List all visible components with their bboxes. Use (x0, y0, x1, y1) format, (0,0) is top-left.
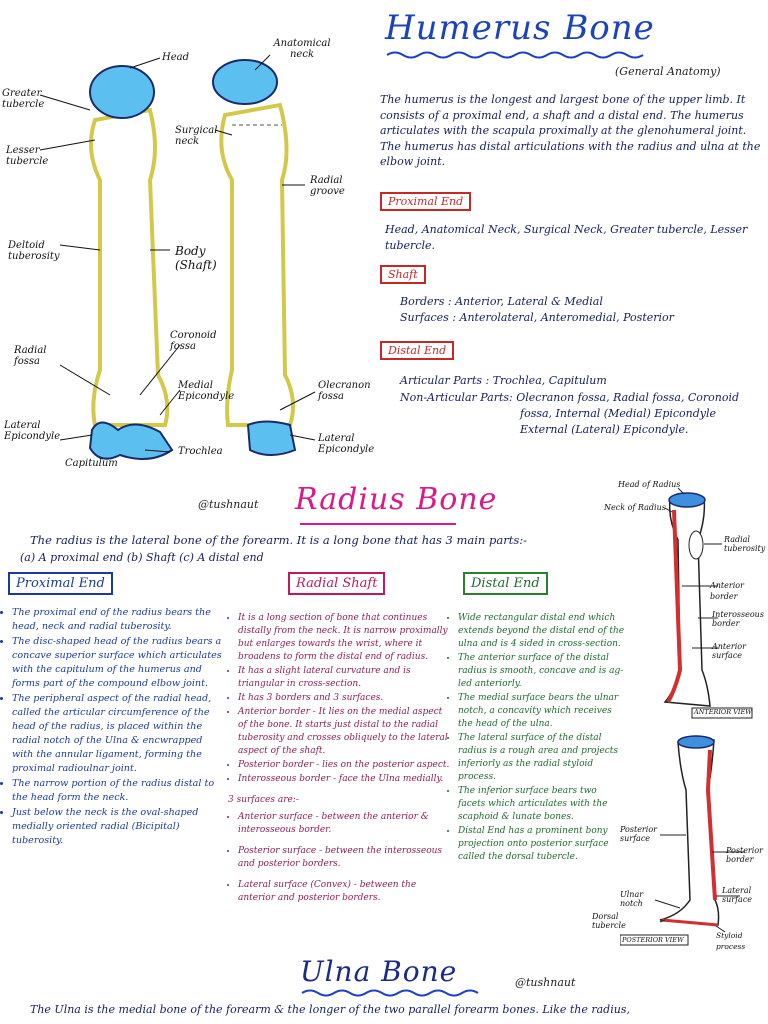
humerus-proximal-heading: Proximal End (380, 192, 472, 211)
list-item: Interosseous border - face the Ulna medi… (238, 773, 450, 786)
list-item: The medial surface bears the ulnar notch… (458, 692, 626, 731)
humerus-shaft-surfaces: Surfaces : Anterolateral, Anteromedial, … (400, 311, 674, 324)
humerus-distal-articular: Articular Parts : Trochlea, Capitulum (400, 374, 607, 387)
label-anatomical-neck: Anatomical neck (273, 38, 331, 60)
radius-proximal-heading: Proximal End (8, 572, 113, 595)
radius-title: Radius Bone (295, 482, 498, 517)
humerus-proximal-text: Head, Anatomical Neck, Surgical Neck, Gr… (385, 223, 748, 252)
ulna-intro: The Ulna is the medial bone of the forea… (30, 1003, 630, 1016)
humerus-intro: The humerus is the longest and largest b… (380, 93, 761, 168)
list-item: Posterior surface - between the inteross… (238, 845, 450, 871)
radius-distal-heading: Distal End (463, 572, 548, 595)
label-dorsal-tubercle: Dorsal tubercle (592, 912, 626, 930)
label-ulnar-notch: Ulnar notch (620, 890, 644, 908)
radius-diagram (620, 487, 753, 946)
humerus-distal-nonarticular-1: Non-Articular Parts: Olecranon fossa, Ra… (400, 391, 740, 404)
label-radial-fossa: Radial fossa (14, 345, 47, 367)
label-styloid-process: Styloid process (716, 931, 746, 951)
humerus-shaft-borders: Borders : Anterior, Lateral & Medial (400, 295, 603, 308)
radius-handle: @tushnaut (198, 498, 259, 511)
list-item: The proximal end of the radius bears the… (12, 606, 224, 634)
list-item: The narrow portion of the radius distal … (12, 777, 224, 805)
humerus-title: Humerus Bone (385, 8, 655, 48)
label-head: Head (162, 52, 190, 63)
list-item: Wide rectangular distal end which extend… (458, 612, 626, 651)
label-lateral-epicondyle-right: Lateral Epicondyle (318, 433, 375, 455)
humerus-subtitle: (General Anatomy) (615, 65, 721, 78)
anterior-view-badge (691, 707, 753, 719)
label-interosseous-border: Interosseous border (712, 610, 764, 628)
label-neck-of-radius: Neck of Radius (604, 503, 666, 512)
list-item: The inferior surface bears two facets wh… (458, 785, 626, 824)
list-item: Just below the neck is the oval-shaped m… (12, 806, 224, 848)
label-surgical-neck: Surgical neck (175, 125, 218, 147)
radius-intro: The radius is the lateral bone of the fo… (30, 533, 527, 547)
label-head-of-radius: Head of Radius (618, 480, 681, 489)
label-radial-groove: Radial groove (310, 175, 345, 197)
label-anterior-border: Anterior border (710, 581, 744, 601)
label-posterior-border: Posterior border (726, 846, 763, 864)
label-lateral-surface: Lateral surface (722, 886, 753, 904)
posterior-view-badge (620, 934, 689, 946)
shaft-surfaces-intro: 3 surfaces are:- (228, 795, 299, 805)
radius-distal-list: Wide rectangular distal end which extend… (448, 612, 626, 865)
list-item: Posterior border - lies on the posterior… (238, 759, 450, 772)
label-deltoid-tuberosity: Deltoid tuberosity (8, 240, 60, 262)
label-anterior-view: ANTERIOR VIEW (694, 708, 752, 716)
radius-proximal-list: The proximal end of the radius bears the… (2, 606, 224, 849)
label-trochlea: Trochlea (178, 446, 223, 457)
label-body-shaft: Body (Shaft) (175, 244, 217, 272)
radius-parts: (a) A proximal end (b) Shaft (c) A dista… (20, 551, 264, 564)
list-item: Anterior border - It lies on the medial … (238, 706, 450, 758)
label-capitulum: Capitulum (65, 458, 118, 469)
label-radial-tuberosity: Radial tuberosity (724, 535, 766, 553)
radius-title-underline (300, 523, 456, 525)
list-item: The disc-shaped head of the radius bears… (12, 635, 224, 691)
humerus-distal-nonarticular-2: fossa, Internal (Medial) Epicondyle (520, 407, 717, 420)
list-item: It has 3 borders and 3 surfaces. (238, 692, 450, 705)
label-lateral-epicondyle-left: Lateral Epicondyle (4, 420, 61, 442)
humerus-diagram (39, 54, 316, 460)
list-item: Anterior surface - between the anterior … (238, 811, 450, 837)
list-item: It has a slight lateral curvature and is… (238, 665, 450, 691)
humerus-title-underline (386, 51, 644, 59)
label-lesser-tubercle: Lesser tubercle (6, 145, 49, 167)
ulna-title: Ulna Bone (300, 955, 458, 988)
list-item: It is a long section of bone that contin… (238, 612, 450, 664)
list-item: The peripheral aspect of the radial head… (12, 692, 224, 776)
radius-shaft-heading: Radial Shaft (288, 572, 386, 595)
humerus-distal-nonarticular-3: External (Lateral) Epicondyle. (520, 423, 689, 436)
label-greater-tubercle: Greater tubercle (2, 88, 45, 110)
list-item: Distal End has a prominent bony projecti… (458, 825, 626, 864)
radius-shaft-list: It is a long section of bone that contin… (228, 612, 450, 906)
label-olecranon-fossa: Olecranon fossa (318, 380, 371, 402)
label-posterior-surface: Posterior surface (620, 825, 657, 843)
list-item: Lateral surface (Convex) - between the a… (238, 879, 450, 905)
ulna-handle: @tushnaut (515, 976, 576, 989)
humerus-distal-heading: Distal End (380, 341, 455, 360)
label-medial-epicondyle: Medial Epicondyle (178, 380, 235, 402)
ulna-title-underline (301, 989, 479, 997)
humerus-shaft-heading: Shaft (380, 265, 426, 284)
label-posterior-view: POSTERIOR VIEW (622, 936, 684, 944)
label-coronoid-fossa: Coronoid fossa (170, 330, 217, 352)
list-item: The lateral surface of the distal radius… (458, 732, 626, 784)
list-item: The anterior surface of the distal radiu… (458, 652, 626, 691)
label-anterior-surface: Anterior surface (712, 642, 746, 660)
